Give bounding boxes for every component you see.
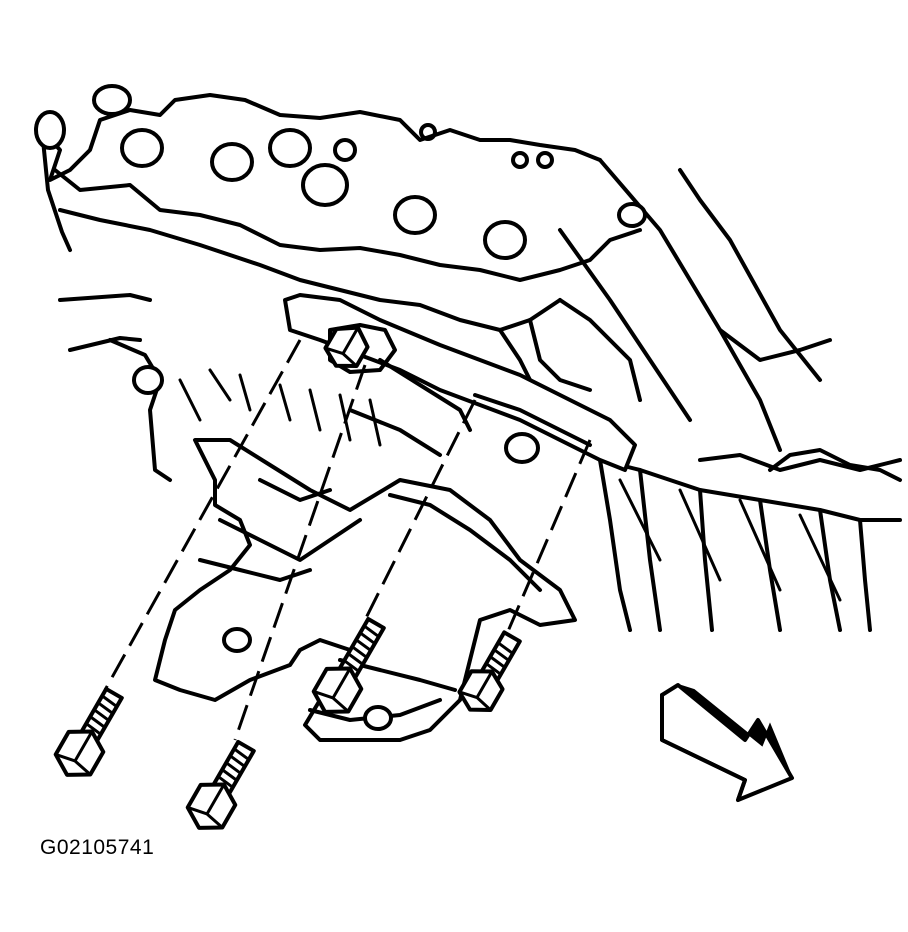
exhaust-port [34,110,66,150]
alignment-line [233,364,367,741]
exhaust-port [92,84,132,116]
alignment-line [498,439,592,651]
alignment-line [103,339,302,691]
upper-mount-bracket [283,293,637,472]
exhaust-manifold [34,84,647,464]
bolt [53,686,124,777]
exhaust-port [210,142,254,182]
bracket-bolt-hole [363,705,393,731]
manifold-flange-hole [617,202,647,228]
front-direction-arrow-icon [660,683,794,802]
bolt-alignment-lines [103,339,592,741]
bolt [311,617,386,714]
bolt [185,739,256,830]
exhaust-port [483,220,527,260]
exhaust-port [393,195,437,235]
exhaust-port [301,163,349,207]
bolt [323,325,370,369]
block-stud [132,365,164,395]
exhaust-port [268,128,312,168]
block-stud [504,432,540,464]
bracket-bolt-hole [222,627,252,653]
exhaust-port [120,128,164,168]
figure-code: G02105741 [40,836,155,859]
bolt [457,630,522,712]
alignment-line [363,399,477,621]
